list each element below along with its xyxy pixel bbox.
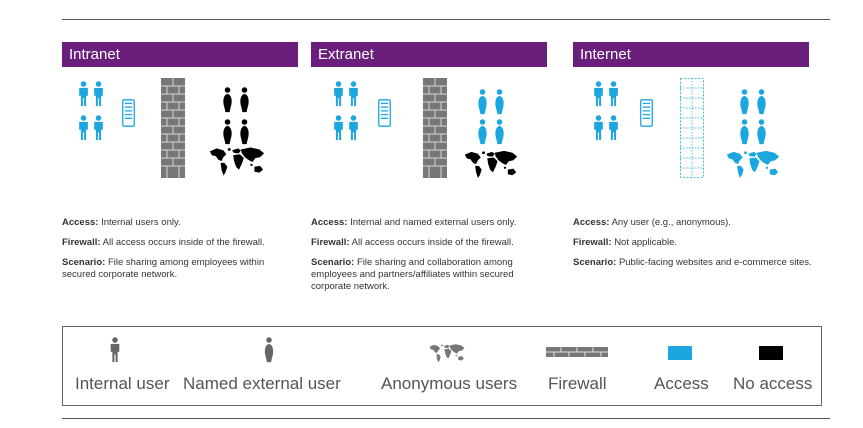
named-external-user-icon [495, 119, 504, 145]
intranet-panel: Intranet [62, 42, 298, 178]
server-icon [122, 99, 135, 127]
legend-firewall-label: Firewall [548, 374, 607, 393]
intranet-firewall: Firewall: All access occurs inside of th… [62, 237, 265, 248]
named-external-user-icon [264, 337, 274, 363]
top-divider [62, 19, 830, 20]
extranet-illustration [311, 67, 547, 178]
legend-internal-user-label: Internal user [75, 374, 170, 393]
intranet-description: Access: Internal users only. Firewall: A… [62, 217, 302, 289]
named-external-user-icon [757, 89, 766, 115]
named-external-user-icon [240, 87, 249, 113]
intranet-header: Intranet [62, 42, 298, 67]
internet-panel: Internet [573, 42, 809, 178]
internal-user-icon [609, 81, 618, 107]
internal-user-icon [79, 115, 88, 141]
world-map-icon [726, 150, 780, 178]
extranet-firewall: Firewall: All access occurs inside of th… [311, 237, 514, 248]
internet-header: Internet [573, 42, 809, 67]
legend-no-access-label: No access [733, 374, 813, 393]
world-map-icon [209, 147, 265, 176]
internal-user-icon [110, 337, 120, 363]
firewall-icon [161, 78, 185, 178]
named-external-user-icon [240, 119, 249, 145]
server-icon [378, 99, 391, 127]
intranet-scenario: Scenario: File sharing among employees w… [62, 257, 265, 280]
internal-user-icon [349, 115, 358, 141]
legend-anonymous-users-label: Anonymous users [381, 374, 518, 393]
firewall-icon [423, 78, 447, 178]
internet-firewall: Firewall: Not applicable. [573, 237, 678, 248]
internal-user-icon [94, 81, 103, 107]
access-swatch [668, 346, 692, 360]
named-external-user-icon [740, 89, 749, 115]
named-external-user-icon [495, 89, 504, 115]
internal-user-icon [334, 81, 343, 107]
extranet-access: Access: Internal and named external user… [311, 217, 517, 228]
internet-access: Access: Any user (e.g., anonymous). [573, 217, 731, 228]
named-external-user-icon [478, 119, 487, 145]
named-external-user-icon [223, 87, 232, 113]
internal-user-icon [349, 81, 358, 107]
named-external-user-icon [757, 119, 766, 145]
legend-no-access: No access [731, 327, 821, 405]
internal-user-icon [594, 81, 603, 107]
firewall-icon [680, 78, 704, 178]
extranet-header: Extranet [311, 42, 547, 67]
internal-user-icon [79, 81, 88, 107]
named-external-user-icon [740, 119, 749, 145]
legend: Internal user Named external user Anonym… [62, 326, 822, 406]
extranet-description: Access: Internal and named external user… [311, 217, 551, 301]
legend-firewall: Firewall [538, 327, 618, 405]
extranet-panel: Extranet [311, 42, 547, 178]
legend-access: Access [648, 327, 718, 405]
intranet-illustration [62, 67, 298, 178]
no-access-swatch [759, 346, 783, 360]
internet-scenario: Scenario: Public-facing websites and e-c… [573, 257, 812, 268]
internal-user-icon [334, 115, 343, 141]
internal-user-icon [609, 115, 618, 141]
world-map-icon [464, 150, 518, 178]
internal-user-icon [594, 115, 603, 141]
world-map-icon [429, 344, 465, 363]
internal-user-icon [94, 115, 103, 141]
legend-named-external-user: Named external user [183, 327, 363, 405]
legend-named-external-user-label: Named external user [183, 374, 341, 393]
firewall-icon [546, 347, 608, 357]
named-external-user-icon [223, 119, 232, 145]
legend-internal-user: Internal user [63, 327, 183, 405]
legend-anonymous-users: Anonymous users [373, 327, 523, 405]
intranet-access: Access: Internal users only. [62, 217, 181, 228]
legend-access-label: Access [654, 374, 709, 393]
bottom-divider [62, 418, 830, 419]
internet-illustration [573, 67, 809, 178]
internet-description: Access: Any user (e.g., anonymous). Fire… [573, 217, 813, 277]
extranet-scenario: Scenario: File sharing and collaboration… [311, 257, 514, 292]
named-external-user-icon [478, 89, 487, 115]
server-icon [640, 99, 653, 127]
